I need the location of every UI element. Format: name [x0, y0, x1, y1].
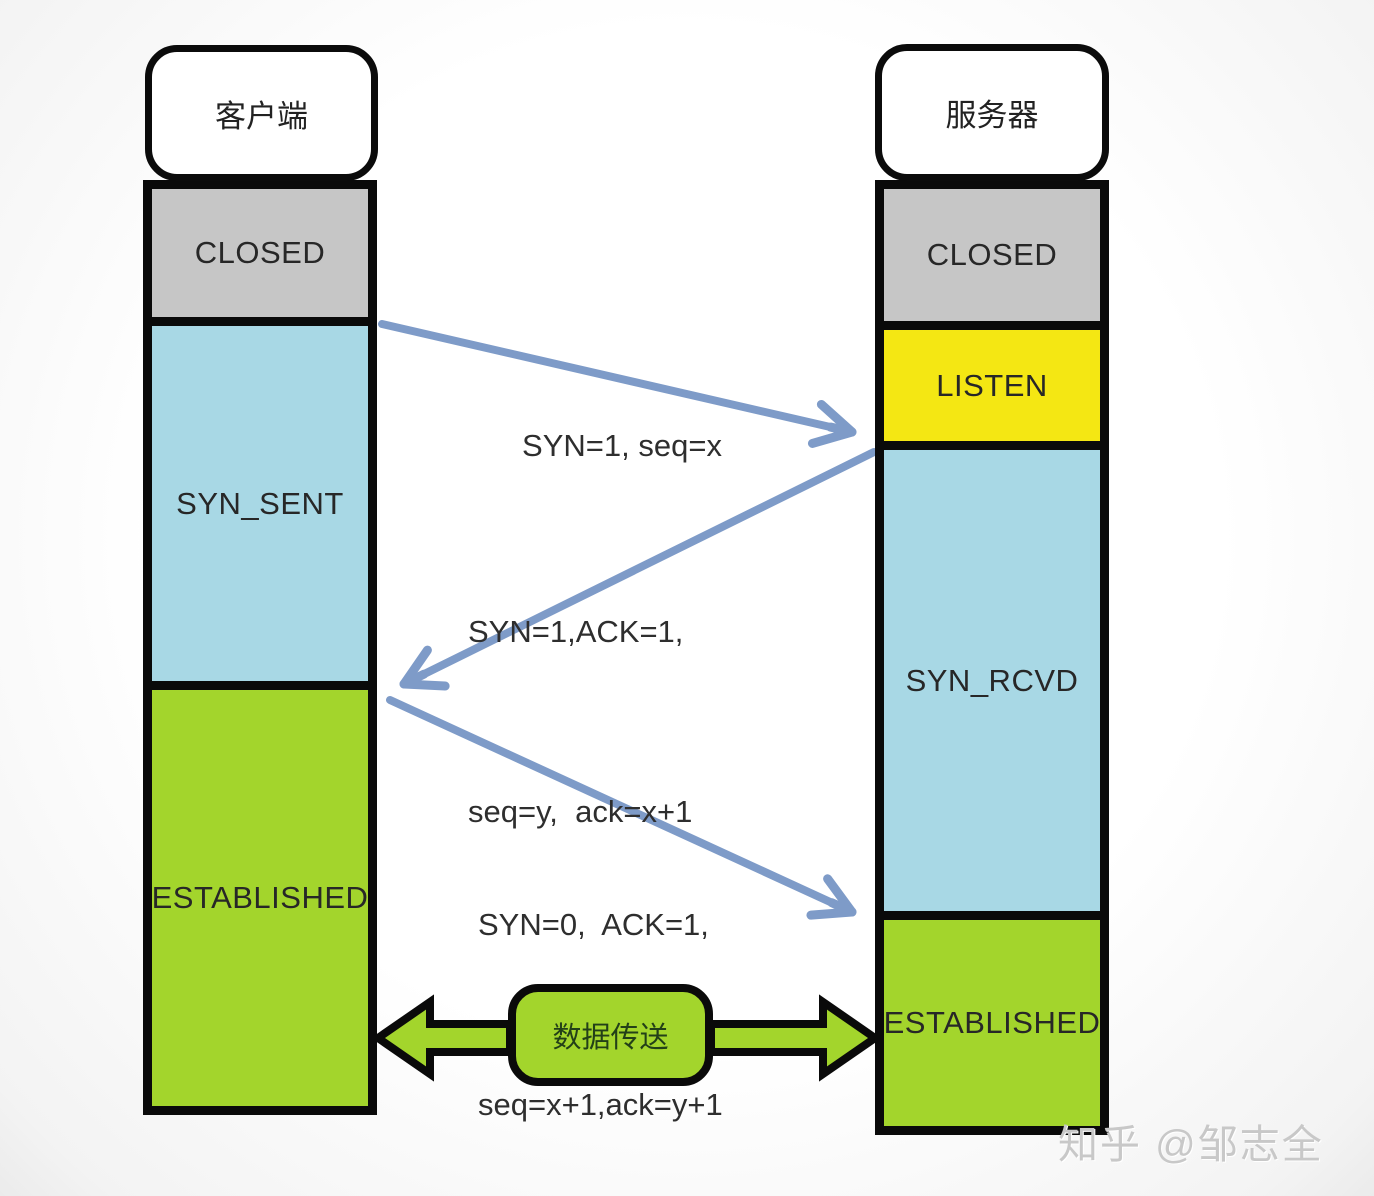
server-state-column: CLOSED LISTEN SYN_RCVD ESTABLISHED	[875, 180, 1109, 1135]
server-state-listen-label: LISTEN	[936, 367, 1048, 403]
client-title: 客户端	[215, 98, 308, 134]
server-state-syn-rcvd: SYN_RCVD	[884, 450, 1100, 911]
server-state-closed-label: CLOSED	[926, 237, 1058, 272]
client-state-established-label: ESTABLISHED	[152, 880, 368, 915]
message-ack-line1: SYN=0, ACK=1,	[478, 907, 709, 942]
data-transfer-arrow-right	[711, 994, 879, 1082]
data-transfer-arrow-left	[374, 994, 510, 1082]
server-state-listen: LISTEN	[884, 330, 1100, 441]
server-header: 服务器	[875, 44, 1109, 181]
message-ack-line2: seq=x+1,ack=y+1	[478, 1087, 723, 1122]
client-header: 客户端	[145, 45, 378, 181]
data-transfer-box: 数据传送	[508, 984, 713, 1086]
client-state-syn-sent: SYN_SENT	[152, 326, 368, 681]
client-state-closed-label: CLOSED	[194, 235, 326, 270]
data-transfer-label: 数据传送	[552, 1022, 669, 1054]
server-state-closed: CLOSED	[884, 189, 1100, 321]
client-state-syn-sent-label: SYN_SENT	[176, 485, 344, 521]
message-synack-line1: SYN=1,ACK=1,	[468, 614, 684, 649]
server-state-syn-rcvd-label: SYN_RCVD	[905, 662, 1079, 698]
client-state-closed: CLOSED	[152, 189, 368, 317]
message-syn-line1: SYN=1, seq=x	[522, 428, 722, 463]
zhihu-watermark: 知乎 @邹志全	[1058, 1123, 1324, 1167]
server-state-established-label: ESTABLISHED	[884, 1005, 1100, 1040]
client-state-established: ESTABLISHED	[152, 690, 368, 1106]
client-state-column: CLOSED SYN_SENT ESTABLISHED	[143, 180, 377, 1115]
server-title: 服务器	[945, 98, 1039, 133]
server-state-established: ESTABLISHED	[884, 920, 1100, 1126]
